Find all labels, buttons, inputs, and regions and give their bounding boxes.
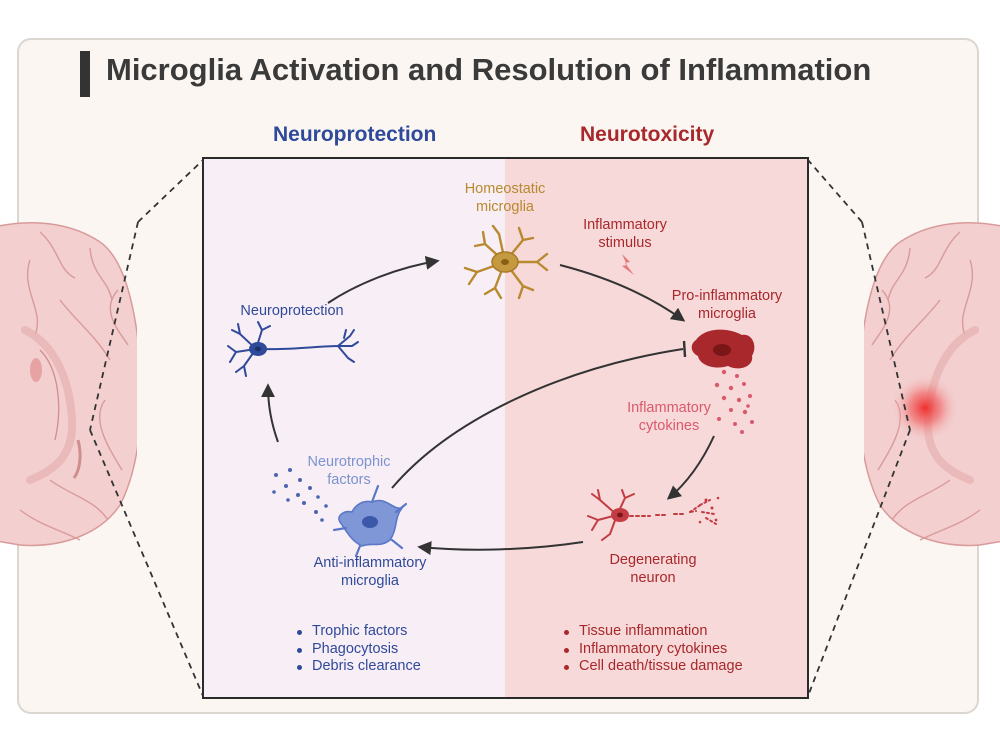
inhibition-bar <box>682 340 687 358</box>
axon-debris <box>698 496 720 524</box>
inflammatory-stimulus-label: Inflammatory stimulus <box>583 217 667 251</box>
zoom-line-left-bottom <box>89 429 204 697</box>
zoom-line-left-mid <box>89 221 139 431</box>
protective-effects-list: Trophic factors Phagocytosis Debris clea… <box>294 623 421 676</box>
neurotrophic-factor-particles <box>272 468 328 522</box>
list-item: Phagocytosis <box>294 641 421 659</box>
arrow-to-pro-inflammatory <box>559 264 686 322</box>
brain-right-section <box>864 221 1000 547</box>
inflammatory-cytokines-label: Inflammatory cytokines <box>627 400 711 434</box>
pro-inflammatory-microglia-label: Pro-inflammatory microglia <box>671 288 783 322</box>
zoom-line-right-bottom <box>807 429 911 697</box>
neurotoxicity-heading: Neurotoxicity <box>580 123 715 146</box>
zoom-line-right-mid <box>861 221 911 431</box>
inhibition-arrow <box>391 348 684 489</box>
toxic-effects-list: Tissue inflammation Inflammatory cytokin… <box>561 623 743 676</box>
title-accent-bar <box>80 51 90 97</box>
anti-inflammatory-microglia-icon <box>332 484 408 558</box>
healthy-neuron-icon <box>227 321 359 377</box>
arrow-to-neuroprotection <box>261 383 279 443</box>
homeostatic-microglia-icon <box>463 224 549 300</box>
arrow-to-homeostatic <box>327 255 440 304</box>
list-item: Trophic factors <box>294 623 421 641</box>
figure-title: Microglia Activation and Resolution of I… <box>106 52 872 87</box>
degenerating-neuron-label: Degenerating neuron <box>609 552 697 586</box>
anti-inflammatory-microglia-label: Anti-inflammatory microglia <box>313 555 427 589</box>
lightning-icon <box>622 254 634 275</box>
list-item: Inflammatory cytokines <box>561 641 743 659</box>
zoom-frame <box>202 157 809 699</box>
neuroprotection-heading: Neuroprotection <box>273 123 437 146</box>
lesion-hotspot <box>891 374 959 442</box>
list-item: Tissue inflammation <box>561 623 743 641</box>
cytokine-particles <box>714 369 754 434</box>
degenerating-neuron-icon <box>587 489 717 541</box>
brain-left-section <box>0 221 137 547</box>
arrow-to-degenerating <box>666 435 715 500</box>
homeostatic-microglia-label: Homeostatic microglia <box>464 181 546 215</box>
neurotoxicity-panel <box>505 158 808 698</box>
list-item: Cell death/tissue damage <box>561 658 743 676</box>
list-item: Debris clearance <box>294 658 421 676</box>
neurotrophic-factors-label: Neurotrophic factors <box>307 454 391 488</box>
neuroprotection-panel <box>203 158 505 698</box>
zoom-line-left-top <box>137 159 204 223</box>
neuroprotection-label: Neuroprotection <box>240 303 344 319</box>
pro-inflammatory-microglia-icon <box>691 329 755 369</box>
zoom-line-right-top <box>807 159 863 223</box>
arrow-to-anti-inflammatory <box>417 541 584 556</box>
